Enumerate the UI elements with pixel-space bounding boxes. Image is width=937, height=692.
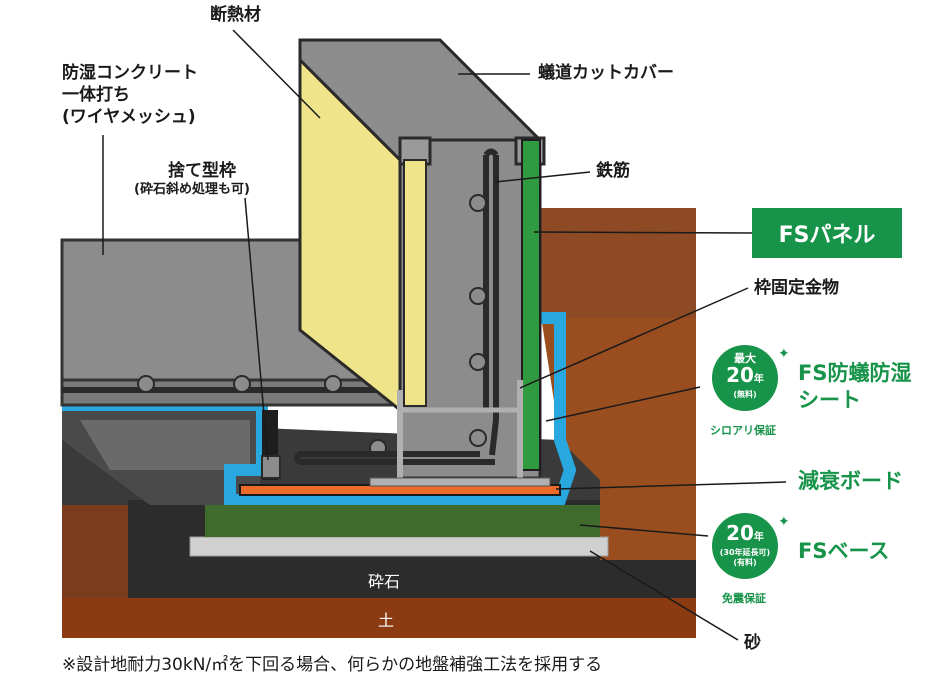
label-formwork: 捨て型枠 <box>168 161 236 181</box>
label-fs-base: FSベース <box>798 539 890 563</box>
formwork-clip <box>261 455 281 479</box>
wall-rebar-dot-3 <box>469 353 487 371</box>
insulation-in-wall <box>403 159 427 407</box>
sparkle-icon: ✦ <box>778 346 790 362</box>
label-insulation: 断熱材 <box>210 5 261 25</box>
termite-guarantee-caption: シロアリ保証 <box>710 424 776 437</box>
termite-badge-note: (無料) <box>733 390 757 399</box>
label-rebar: 鉄筋 <box>596 161 630 181</box>
soil-top-right <box>540 208 696 318</box>
rebar-dot-1 <box>137 375 155 393</box>
termite-badge-unit: 年 <box>753 374 764 385</box>
label-sand: 砂 <box>744 633 761 653</box>
wall-rebar-dot-1 <box>469 194 487 212</box>
soil-band <box>62 598 696 638</box>
label-damping-board: 減衰ボード <box>798 469 903 493</box>
wall-rebar <box>483 148 499 456</box>
label-frame-hardware: 枠固定金物 <box>754 278 839 298</box>
quake-badge-note-2: (有料) <box>733 558 757 567</box>
termite-badge-years: 20 <box>726 363 754 387</box>
label-fs-sheet-2: シート <box>798 388 861 412</box>
quake-badge-note: (30年延長可) <box>719 548 771 557</box>
footnote: ※設計地耐力30kN/㎡を下回る場合、何らかの地盤補強工法を採用する <box>62 655 603 675</box>
fs-base <box>205 505 600 537</box>
gravel-slab <box>189 536 609 557</box>
label-moisture-concrete-3: (ワイヤメッシュ) <box>62 107 196 127</box>
label-gravel: 砕石 <box>368 572 401 591</box>
label-moisture-concrete-2: 一体打ち <box>62 85 130 105</box>
sparkle-icon-2: ✦ <box>778 514 790 530</box>
hardware-base <box>369 477 551 487</box>
label-moisture-concrete-1: 防湿コンクリート <box>62 63 198 83</box>
wall-rebar-dot-2 <box>469 287 487 305</box>
rebar-dot-3 <box>324 375 342 393</box>
fs-panel <box>521 139 541 471</box>
termite-guarantee-badge: 最大 20年 (無料) <box>712 345 778 411</box>
fs-panel-label: FSパネル <box>752 208 902 258</box>
quake-guarantee-badge: 20年 (30年延長可) (有料) <box>712 513 778 579</box>
quake-badge-years: 20 <box>726 521 754 545</box>
leader-lines <box>102 29 787 641</box>
label-termite-cover: 蟻道カットカバー <box>538 63 674 83</box>
underfloor-void-light <box>80 420 250 470</box>
label-formwork-note: (砕石斜め処理も可) <box>134 182 250 197</box>
wall-rebar-dot-4 <box>469 429 487 447</box>
quake-guarantee-caption: 免震保証 <box>722 592 766 605</box>
termite-badge-top: 最大 <box>734 352 756 365</box>
label-soil: 土 <box>378 611 395 630</box>
label-fs-sheet-1: FS防蟻防湿 <box>798 361 912 385</box>
soil-cutaway-left <box>62 505 128 600</box>
rebar-dot-2 <box>233 375 251 393</box>
quake-badge-unit: 年 <box>753 532 764 543</box>
